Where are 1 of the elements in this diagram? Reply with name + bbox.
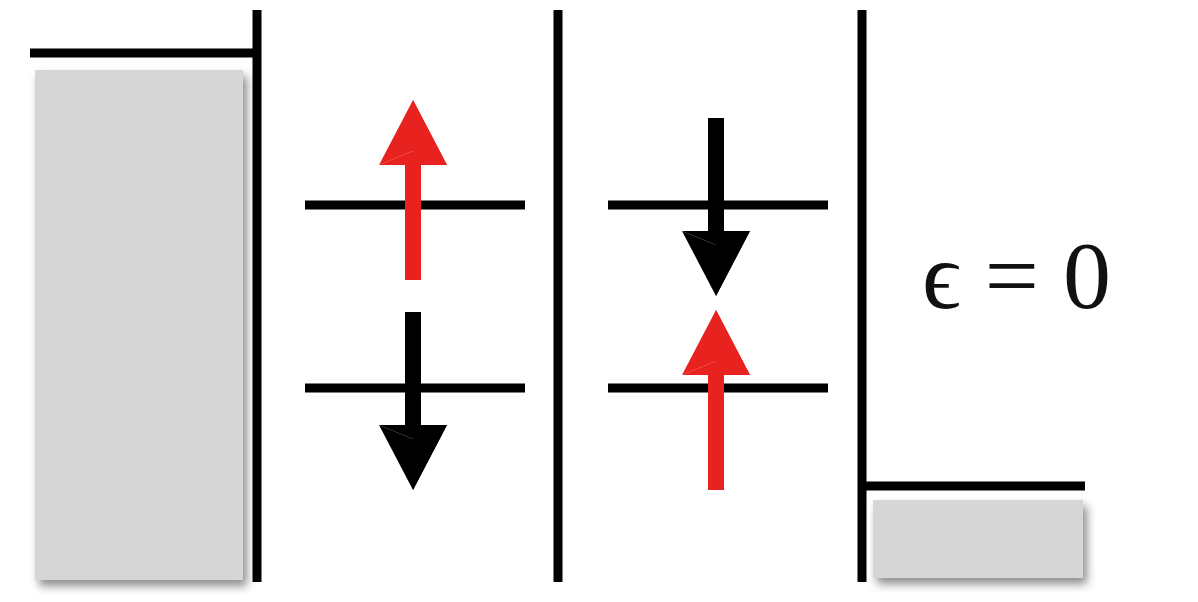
energy-label: ϵ = 0	[922, 228, 1111, 324]
